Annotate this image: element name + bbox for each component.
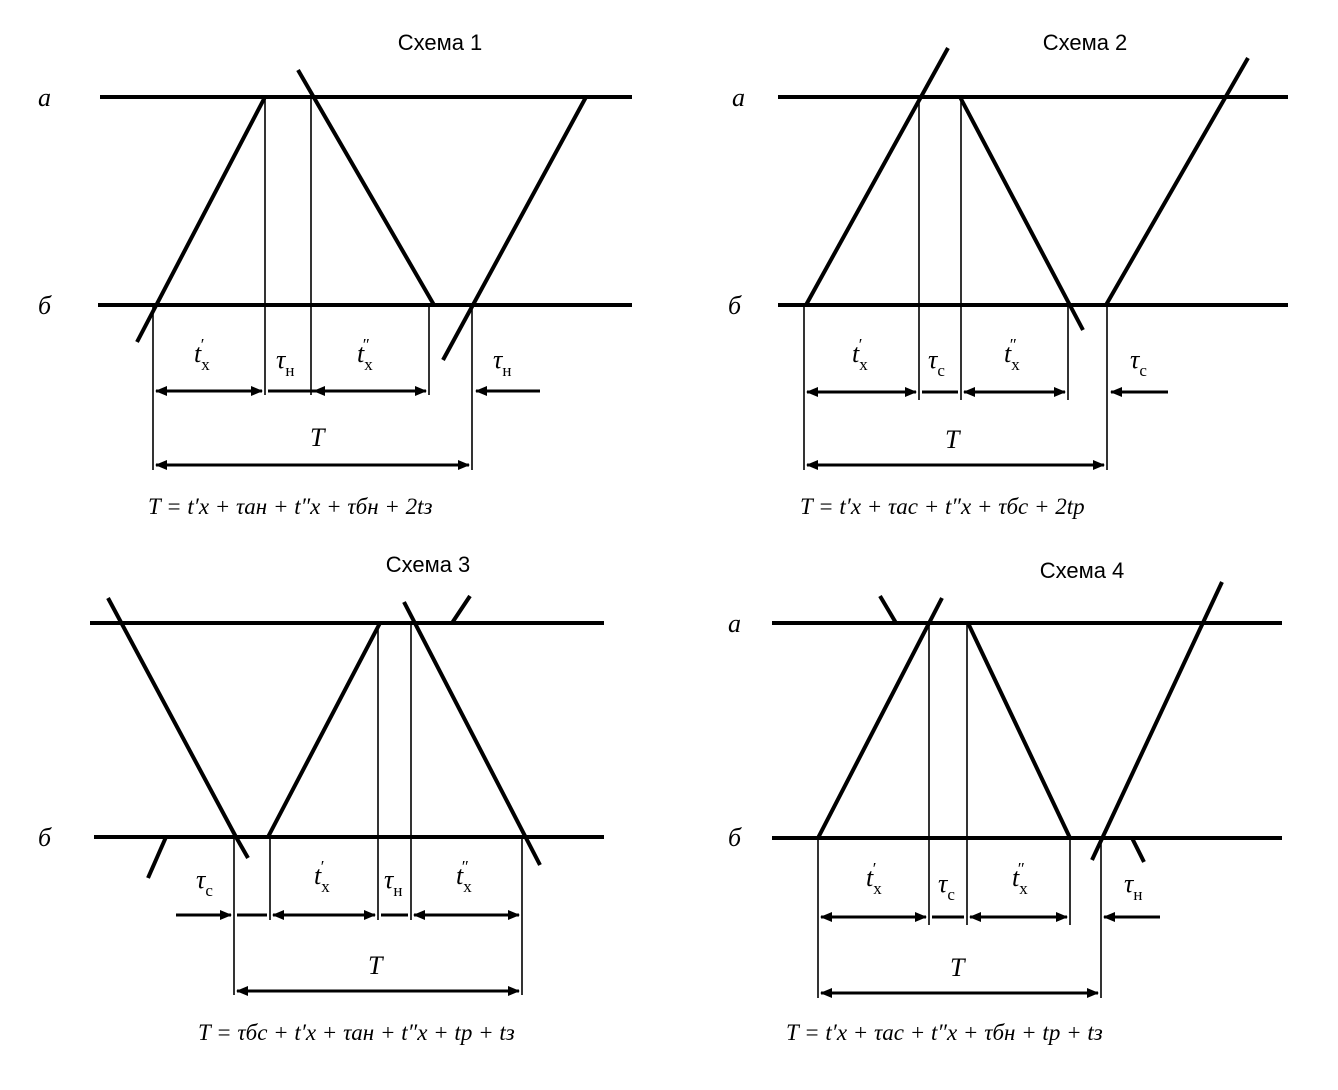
scheme-4-label-tx2: tx″ [1012,859,1028,898]
scheme-3-train-stub [234,836,250,859]
scheme-3-label-tc: τc [196,865,213,900]
scheme-4: Схема 4 а б tx′ τc tx″ τн T T = t′x + τa… [728,558,1282,1045]
scheme-1-train-line [441,96,588,361]
scheme-1-label-tx1: tx′ [194,335,210,374]
scheme-1-station-b-label: б [38,291,52,320]
scheme-2-label-tc1: τc [928,345,945,380]
scheme-1: Схема 1 а б tx′ τн tx″ τн T T = t′x + τa… [38,30,632,519]
scheme-4-label-tx1: tx′ [866,859,882,898]
scheme-2-title: Схема 2 [1043,30,1128,55]
scheme-4-station-b-label: б [728,823,742,852]
scheme-2-label-T: T [945,425,961,454]
scheme-4-label-T: T [950,953,966,982]
scheme-1-train-line [296,68,436,307]
scheme-3-formula: T = τбc + t′x + τaн + t″x + tр + tз [198,1020,515,1045]
scheme-3-label-T: T [368,951,384,980]
scheme-3-train-line [266,622,382,838]
scheme-4-train-line [816,597,944,839]
scheme-1-formula: T = t′x + τaн + t″x + τбн + 2tз [148,494,433,519]
scheme-2-train-line [804,47,950,306]
scheme-2-formula: T = t′x + τac + t″x + τбc + 2tр [800,494,1085,519]
scheme-2: Схема 2 а б tx′ τc tx″ τc T T = t′x + τa… [728,30,1288,519]
scheme-4-formula: T = t′x + τac + t″x + τбн + tр + tз [786,1020,1103,1045]
scheme-4-train-stub [1130,837,1146,863]
scheme-3: Схема 3 б τc tx′ τн tx″ T T = τбc + t′x … [38,552,604,1045]
scheme-1-label-tx2: tx″ [357,335,373,374]
scheme-4-station-a-label: а [728,609,741,638]
scheme-3-train-line [106,597,238,838]
scheme-1-station-a-label: а [38,83,51,112]
scheme-2-label-tx1: tx′ [852,335,868,374]
scheme-3-train-stub [450,594,472,625]
scheme-3-label-tn: τн [384,865,402,900]
scheme-4-train-line [966,622,1072,839]
scheme-1-train-line [135,96,267,343]
scheme-2-station-a-label: а [732,83,745,112]
scheme-4-label-tc: τc [938,869,955,904]
scheme-2-train-line [1104,57,1250,306]
scheme-3-station-b-label: б [38,823,52,852]
scheme-2-label-tx2: tx″ [1004,335,1020,374]
scheme-3-label-tx1: tx′ [314,857,330,896]
scheme-4-title: Схема 4 [1040,558,1125,583]
scheme-1-label-T: T [310,423,326,452]
scheme-4-label-tn: τн [1124,869,1142,904]
scheme-4-train-line [1090,581,1224,861]
scheme-4-train-stub [878,594,898,625]
scheme-3-label-tx2: tx″ [456,857,472,896]
scheme-3-train-line [402,601,542,866]
scheme-1-label-tn2: τн [493,345,511,380]
scheme-3-title: Схема 3 [386,552,471,577]
scheme-2-station-b-label: б [728,291,742,320]
scheme-2-label-tc2: τc [1130,345,1147,380]
scheme-1-label-tn1: τн [276,345,294,380]
scheme-3-train-stub [146,836,168,879]
scheme-1-title: Схема 1 [398,30,483,55]
scheme-2-train-line [958,96,1085,331]
